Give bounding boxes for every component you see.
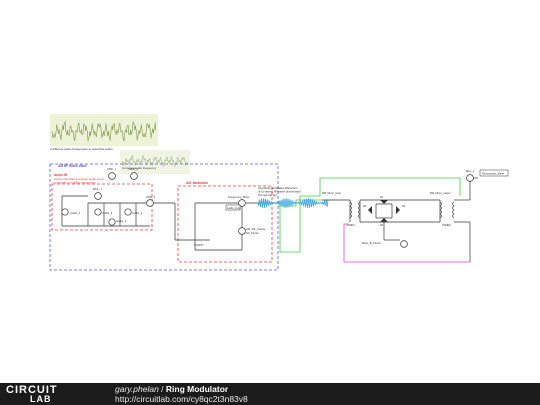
am-modulator-label: AM_Modulator [186,181,209,185]
am-waveform [257,197,329,209]
rf-source-label: RF_Carrier [246,231,259,235]
audio1-label: Audio_1 [70,211,81,215]
complex-audio-plot [120,150,190,174]
d4-label: D4 [380,223,384,227]
diodes [368,200,400,222]
audio-in-box [51,183,153,231]
complex-audio-caption: Complex audio frequency [122,166,157,170]
ring-in-label: RM_Mixer_input [322,191,341,195]
xfmr1-label: XFMR1 [346,223,355,227]
d1-label: D1 [380,195,384,199]
schematic-canvas[interactable]: 4 different audio frequencies to resembl… [0,0,540,383]
audio2-label: Audio_2 [102,211,113,215]
xfmr2-label: XFMR2 [442,223,451,227]
footer-bar: CIRCUIT LAB gary.phelan / Ring Modulator… [0,383,540,405]
am-modulator-box [177,185,273,263]
output-mul-node [466,174,474,182]
circuit-title: Ring Modulator [165,384,229,394]
ring-modulator-wires [322,177,478,262]
audio4-label: Audio_4 [132,211,143,215]
mul2-label: MUL_2 [466,169,475,173]
logo-bottom: LAB [30,394,52,404]
output-tag-label: Demodulate_Wave [482,172,505,176]
modulator-wires [194,202,268,251]
audio-input-tag-label: Audio_input [227,206,241,210]
author-link[interactable]: gary.phelan [115,384,159,394]
d2-label: D2 [363,204,367,208]
add3-label: ADD_3 [146,195,155,199]
ring-out-label: RM_Mixer_output [430,191,451,195]
add1-label: ADD_1 [107,167,116,171]
am-rf-box [49,163,279,271]
logo-top: CIRCUIT [6,384,58,396]
output-tag [479,169,509,177]
audio-in-desc1: Used to simulate a complex audio into a [54,177,104,181]
waveform-caption2: of combined RF wave (transmitted [258,190,301,194]
audio-in-title: Audio IN [54,173,68,177]
schematic-diagram: 4 different audio frequencies to resembl… [49,114,509,271]
waveform-caption1: Amplitude Modulated Waveform [258,186,298,190]
d3-label: D3 [402,204,406,208]
circuitlab-logo[interactable]: CIRCUIT LAB [6,384,106,404]
mul1-label: MUL_1 [93,187,102,191]
bfo-label: Mixer_B_Carrier [362,241,381,245]
am-rf-label: AM RF Radio Wave [58,164,87,168]
audio-in-desc2: composite of multiple frequencies [54,181,96,185]
audio-input-tag [225,204,241,211]
const-label: CONST [194,243,204,247]
separator: / [158,384,166,394]
audio3-label: Audio_3 [116,219,127,223]
rf-label: AM_RF_Carrier [246,227,266,231]
plot-caption: 4 different audio frequencies to resembl… [50,147,113,151]
waveform-caption3: through the air) [258,193,277,197]
add2-label: ADD_2 [129,167,138,171]
freq-mixer-label: Frequency_Mixer [228,195,250,199]
author-title: gary.phelan / Ring Modulator [115,384,228,394]
adder-nodes [94,172,154,207]
audio-plot [50,114,158,146]
transformer-2 [439,201,455,219]
audio-sources [61,208,132,226]
transformer-1 [349,201,361,219]
magenta-wire [343,223,470,263]
bfo-source [400,240,408,248]
freq-mixer-node [238,199,246,207]
audio-in-wires [61,195,210,241]
rf-carrier-source [238,227,246,235]
circuit-url[interactable]: http://circuitlab.com/cy8qc2t3n83v8 [115,394,248,404]
